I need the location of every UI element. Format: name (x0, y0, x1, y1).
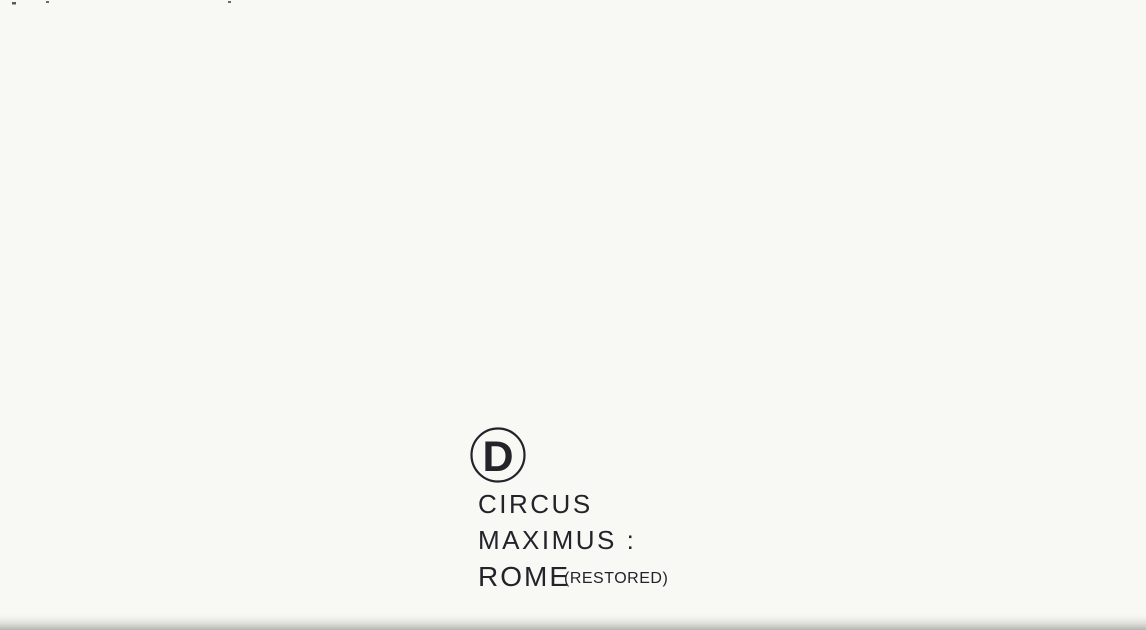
paper-speck (12, 2, 16, 5)
plate-letter: D (482, 433, 513, 481)
caption-line-1: CIRCUS (478, 489, 593, 519)
caption-line-3-suffix: (RESTORED) (564, 570, 668, 587)
caption-line-3: ROME (478, 561, 570, 592)
page-bottom-edge (0, 612, 1146, 630)
paper-speck (228, 1, 231, 3)
caption-line-2: MAXIMUS : (478, 525, 636, 555)
paper-speck (46, 1, 49, 3)
caption-block: D CIRCUS MAXIMUS : ROME (RESTORED) (470, 427, 668, 592)
plate-letter-circle (470, 427, 526, 483)
